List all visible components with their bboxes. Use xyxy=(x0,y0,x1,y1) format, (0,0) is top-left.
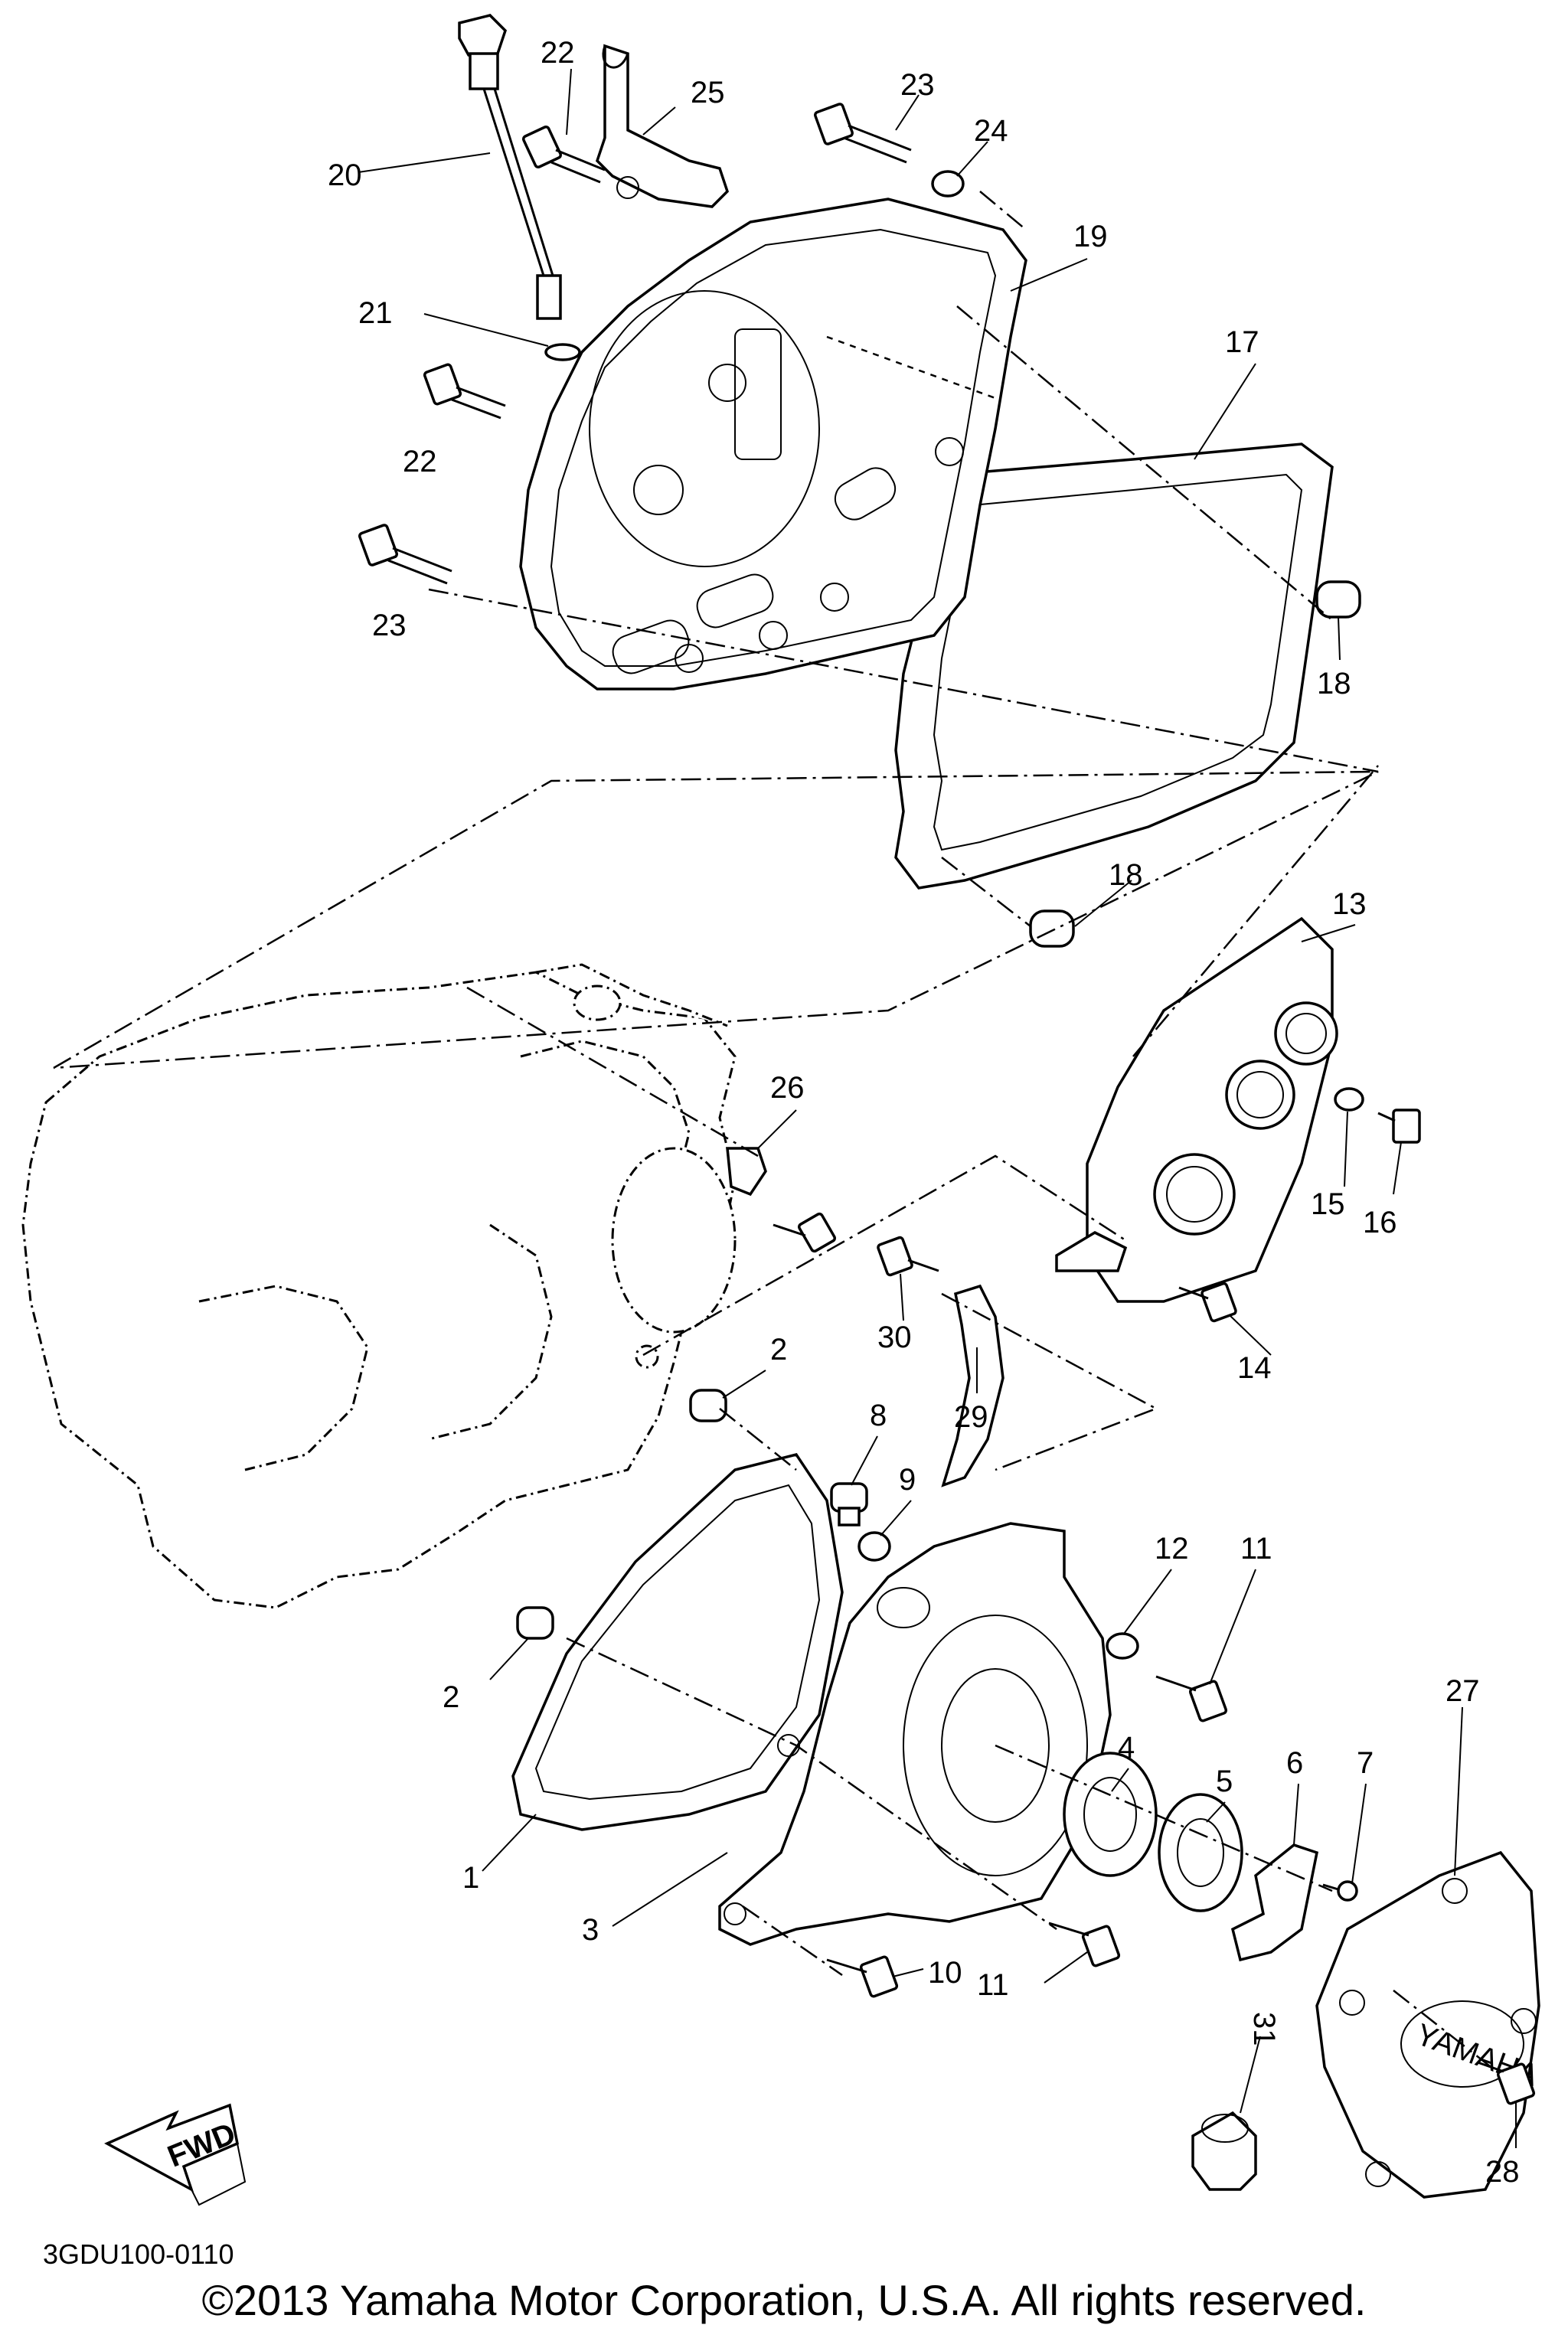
cover-27: YAMAHA xyxy=(1315,1850,1543,2199)
callout: 16 xyxy=(1363,1206,1397,1239)
callout: 23 xyxy=(372,609,407,642)
callout: 22 xyxy=(541,36,575,70)
dowel-2-upper xyxy=(689,1389,727,1422)
fwd-arrow-icon: FWD xyxy=(104,2103,247,2206)
callout: 8 xyxy=(870,1399,887,1432)
bolt-10 xyxy=(826,1955,899,1998)
gasket-1 xyxy=(511,1453,844,1831)
bracket-25 xyxy=(595,44,730,208)
callout: 18 xyxy=(1317,667,1351,700)
gasket-17 xyxy=(894,442,1334,890)
copyright-notice: ©2013 Yamaha Motor Corporation, U.S.A. A… xyxy=(201,2276,1367,2324)
dipstick-20 xyxy=(458,14,562,320)
washer-12 xyxy=(1106,1632,1139,1660)
crankcase-outline xyxy=(21,963,737,1609)
callout: 10 xyxy=(928,1956,962,1990)
bolt-22-top xyxy=(521,126,606,184)
bolt-22-mid xyxy=(423,363,506,420)
callout: 11 xyxy=(977,1968,1009,2002)
dowel-18-lower xyxy=(1029,909,1075,948)
callout: 31 xyxy=(1247,2012,1281,2046)
bearing-4 xyxy=(1063,1752,1158,1877)
o-ring-21 xyxy=(544,343,581,361)
callout: 13 xyxy=(1332,887,1367,921)
callout: 26 xyxy=(770,1071,805,1105)
callout: 18 xyxy=(1109,858,1143,892)
callout: 12 xyxy=(1155,1532,1189,1566)
callout: 15 xyxy=(1311,1187,1345,1221)
dowel-2-lower xyxy=(516,1606,554,1640)
callouts: 1 2 2 3 4 5 6 7 8 9 10 11 11 12 13 14 15… xyxy=(328,36,1520,2189)
callout: 28 xyxy=(1485,2155,1520,2189)
callout: 19 xyxy=(1073,220,1108,253)
bolt-23-mid xyxy=(358,524,452,585)
bolt-11-upper xyxy=(1155,1675,1228,1722)
screw-7 xyxy=(1322,1880,1358,1902)
alignment-lines xyxy=(53,191,1501,2075)
callout: 24 xyxy=(974,114,1008,148)
callout: 1 xyxy=(462,1861,479,1895)
washer-15 xyxy=(1334,1087,1364,1112)
callout: 4 xyxy=(1118,1731,1135,1765)
bolt-14 xyxy=(1178,1282,1237,1323)
bolt-11-lower xyxy=(1048,1922,1121,1967)
collar-31 xyxy=(1191,2111,1257,2191)
callout: 20 xyxy=(328,158,362,192)
oil-seal-5 xyxy=(1158,1793,1243,1912)
callout: 21 xyxy=(358,296,393,330)
callout: 5 xyxy=(1216,1765,1233,1798)
guide-29 xyxy=(941,1284,1004,1487)
callout: 6 xyxy=(1286,1746,1303,1780)
callout: 3 xyxy=(582,1913,599,1947)
leader-lines xyxy=(358,68,1517,2148)
callout: 29 xyxy=(954,1400,988,1434)
callout: 14 xyxy=(1237,1351,1272,1385)
bolt-30 xyxy=(877,1236,939,1277)
callout: 22 xyxy=(403,445,437,478)
cover-13 xyxy=(1055,916,1338,1303)
bolt-28 xyxy=(1477,2061,1536,2105)
callout: 7 xyxy=(1357,1746,1374,1780)
callout: 27 xyxy=(1446,1674,1480,1708)
o-ring-9 xyxy=(858,1531,891,1562)
plate-6 xyxy=(1230,1843,1319,1962)
bolt-23-top xyxy=(813,103,912,164)
callout: 11 xyxy=(1240,1532,1272,1566)
callout: 25 xyxy=(691,76,725,109)
callout: 30 xyxy=(877,1321,912,1354)
callout: 23 xyxy=(900,68,935,102)
bolt-16 xyxy=(1377,1109,1421,1144)
clamp-26 xyxy=(726,1147,837,1253)
callout: 2 xyxy=(443,1680,459,1714)
callout: 9 xyxy=(899,1463,916,1497)
washer-24 xyxy=(931,170,965,198)
diagram-code: 3GDU100-0110 xyxy=(43,2238,234,2270)
clutch-cover-19 xyxy=(519,198,1027,691)
callout: 2 xyxy=(770,1333,787,1367)
plug-8 xyxy=(830,1482,868,1527)
crankcase-cover-3 xyxy=(718,1522,1112,1946)
callout: 17 xyxy=(1225,325,1259,359)
